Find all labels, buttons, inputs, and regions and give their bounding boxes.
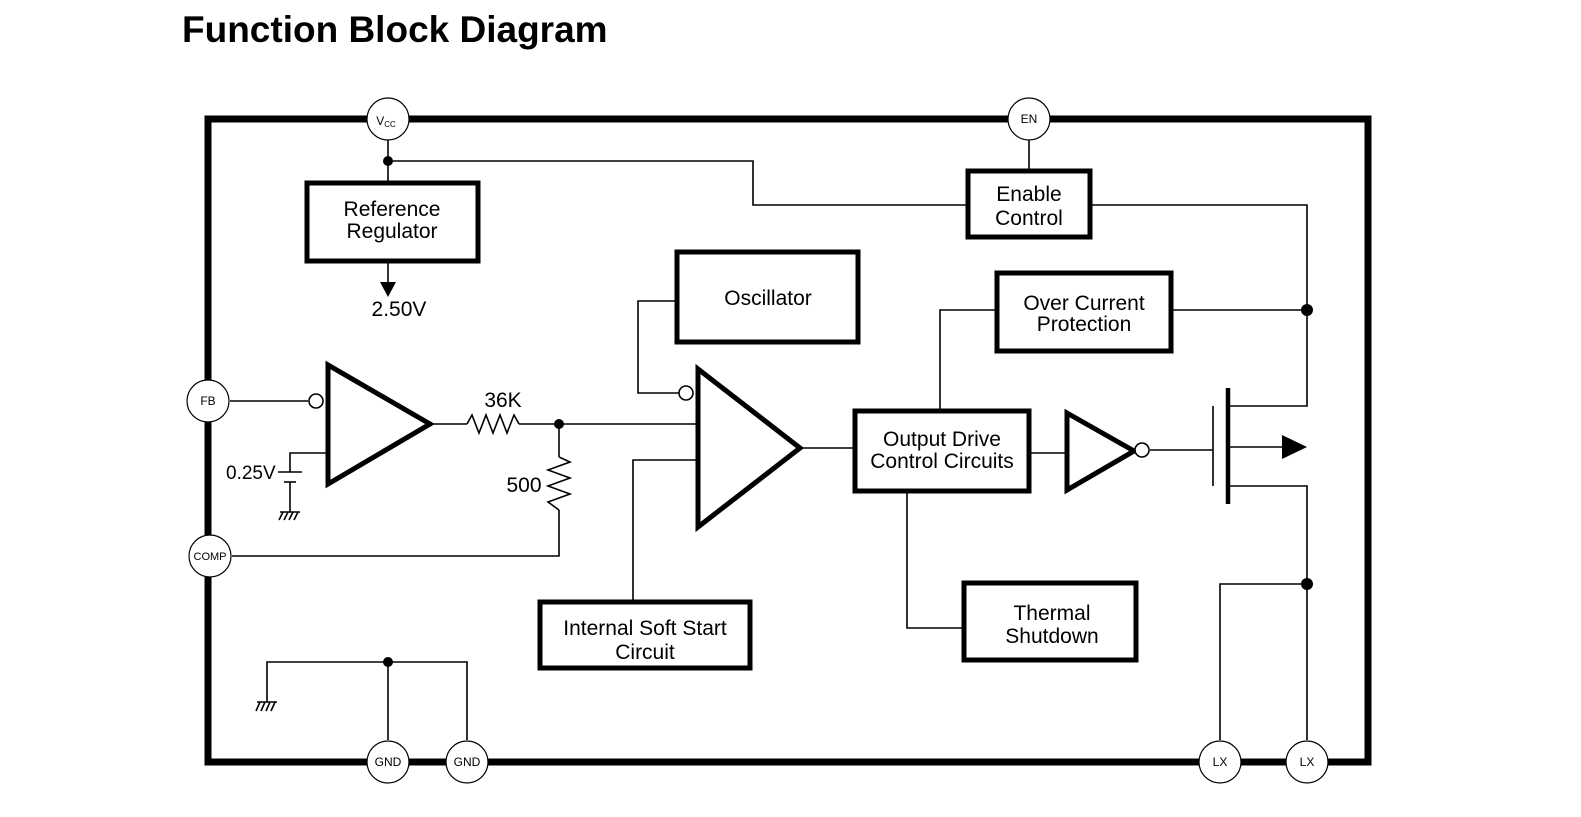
resistor-36k-label: 36K	[484, 389, 521, 412]
soft-start-block: Internal Soft Start Circuit	[537, 599, 753, 671]
junction-dot	[383, 657, 393, 667]
pin-lx: LX	[1198, 740, 1242, 784]
svg-text:Thermal: Thermal	[1013, 602, 1090, 625]
junction-dot	[1301, 578, 1313, 590]
arrow-right-icon	[1282, 435, 1307, 459]
svg-text:Output Drive: Output Drive	[883, 428, 1001, 451]
svg-text:LX: LX	[1213, 755, 1228, 769]
resistor-36k	[466, 412, 520, 436]
svg-text:Regulator: Regulator	[346, 220, 437, 243]
junction-dot	[383, 156, 393, 166]
output-drive-block: Output Drive Control Circuits	[852, 408, 1032, 494]
resistor-500	[545, 456, 573, 511]
svg-text:EN: EN	[1021, 112, 1038, 126]
svg-text:Control Circuits: Control Circuits	[870, 450, 1014, 473]
pin-vcc: VCC	[366, 97, 410, 141]
svg-text:Control: Control	[995, 207, 1063, 230]
pin-comp: COMP	[188, 534, 232, 578]
pin-gnd: GND	[366, 740, 410, 784]
inverting-input-bubble	[308, 393, 324, 409]
inverter-output-bubble	[1134, 442, 1150, 458]
svg-text:GND: GND	[375, 755, 402, 769]
gate-driver-buffer	[1064, 408, 1140, 495]
battery-icon	[278, 471, 302, 483]
reference-voltage-label: 2.50V	[372, 298, 427, 321]
svg-text:Over Current: Over Current	[1023, 292, 1145, 315]
down-arrow-icon	[380, 282, 396, 297]
pin-en: EN	[1007, 97, 1051, 141]
svg-text:FB: FB	[200, 394, 215, 408]
fb-reference-voltage-label: 0.25V	[226, 463, 276, 484]
chip-outline	[204, 115, 1372, 766]
pwm-comparator	[695, 363, 805, 533]
page-title: Function Block Diagram	[182, 9, 608, 50]
error-amplifier	[325, 360, 435, 489]
inverting-input-bubble	[678, 385, 694, 401]
reference-regulator-block: Reference Regulator	[304, 180, 481, 264]
svg-text:Circuit: Circuit	[615, 641, 675, 664]
svg-text:VCC: VCC	[376, 114, 396, 129]
svg-text:LX: LX	[1300, 755, 1315, 769]
pin-gnd: GND	[445, 740, 489, 784]
resistor-500-label: 500	[506, 474, 541, 497]
enable-control-block: Enable Control	[965, 168, 1093, 240]
junction-dot	[554, 419, 564, 429]
ground-icon	[255, 701, 277, 712]
svg-text:COMP: COMP	[194, 551, 227, 563]
wires	[230, 140, 1308, 740]
pin-fb: FB	[186, 379, 230, 423]
pin-lx: LX	[1285, 740, 1329, 784]
thermal-shutdown-block: Thermal Shutdown	[961, 580, 1139, 663]
svg-text:Reference: Reference	[344, 198, 441, 221]
power-mosfet	[1212, 388, 1307, 504]
svg-text:Oscillator: Oscillator	[724, 287, 812, 310]
ground-icon	[278, 511, 300, 521]
junction-dot	[1301, 304, 1313, 316]
oscillator-block: Oscillator	[674, 249, 861, 345]
svg-text:Internal Soft Start: Internal Soft Start	[563, 617, 727, 640]
svg-text:GND: GND	[454, 755, 481, 769]
svg-text:Shutdown: Shutdown	[1005, 625, 1098, 648]
over-current-protection-block: Over Current Protection	[994, 270, 1174, 354]
svg-text:Enable: Enable	[996, 183, 1061, 206]
svg-text:Protection: Protection	[1037, 313, 1132, 336]
